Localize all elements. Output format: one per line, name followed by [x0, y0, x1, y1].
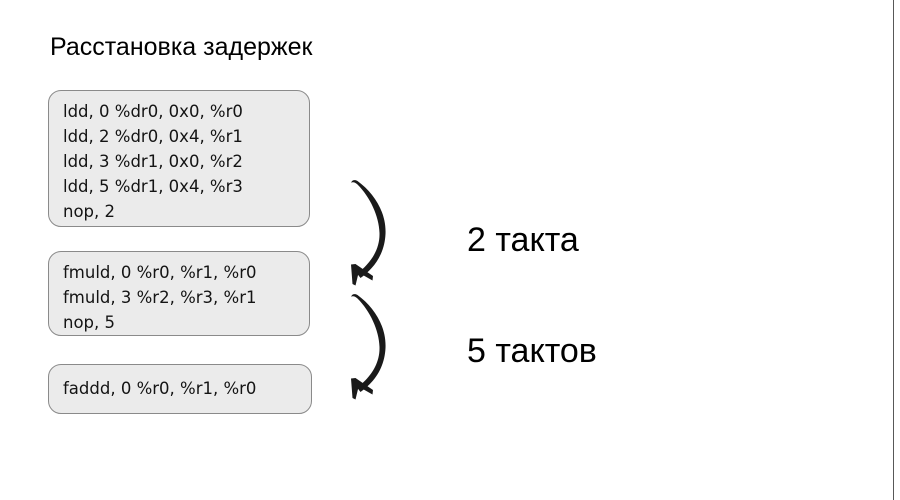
code-block-3: faddd, 0 %r0, %r1, %r0 — [48, 364, 312, 414]
code-block-2: fmuld, 0 %r0, %r1, %r0 fmuld, 3 %r2, %r3… — [48, 251, 310, 336]
latency-label-2-cycles: 2 такта — [467, 221, 579, 259]
slide-right-divider — [893, 0, 894, 500]
curved-arrow-icon — [351, 294, 386, 400]
code-block-1: ldd, 0 %dr0, 0x0, %r0 ldd, 2 %dr0, 0x4, … — [48, 90, 310, 227]
code-line: ldd, 0 %dr0, 0x0, %r0 — [63, 102, 243, 121]
latency-label-5-cycles: 5 тактов — [467, 332, 597, 370]
code-line: nop, 5 — [63, 313, 116, 332]
code-line: ldd, 5 %dr1, 0x4, %r3 — [63, 177, 243, 196]
code-line: fmuld, 0 %r0, %r1, %r0 — [63, 263, 257, 282]
code-line: nop, 2 — [63, 202, 116, 221]
code-line: fmuld, 3 %r2, %r3, %r1 — [63, 288, 257, 307]
code-line: ldd, 3 %dr1, 0x0, %r2 — [63, 152, 243, 171]
code-line: ldd, 2 %dr0, 0x4, %r1 — [63, 127, 243, 146]
curved-arrow-icon — [351, 180, 386, 286]
code-line: faddd, 0 %r0, %r1, %r0 — [63, 379, 257, 398]
page-title: Расстановка задержек — [50, 33, 313, 61]
